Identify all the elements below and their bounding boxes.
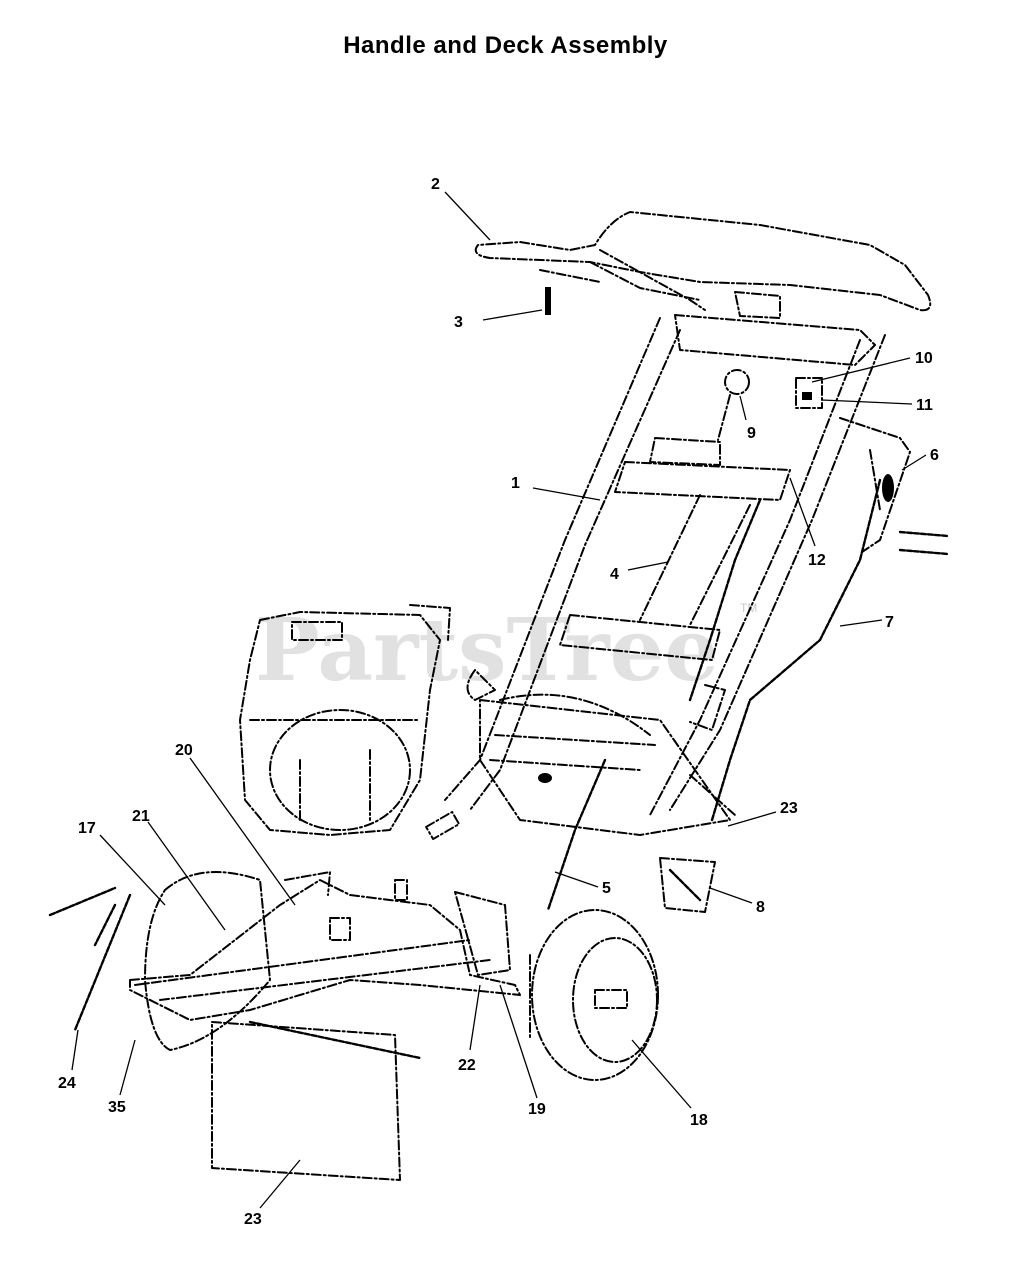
callout-9: 9 xyxy=(747,425,756,442)
callout-35: 35 xyxy=(108,1099,126,1116)
callout-8: 8 xyxy=(756,899,765,916)
callout-23-upper: 23 xyxy=(780,800,798,817)
callout-21: 21 xyxy=(132,808,150,825)
watermark: PartsTree xyxy=(255,600,719,701)
callout-2: 2 xyxy=(431,176,440,193)
callout-18: 18 xyxy=(690,1112,708,1129)
callout-1: 1 xyxy=(511,475,520,492)
wheel-part-18 xyxy=(529,909,659,1081)
callout-24: 24 xyxy=(58,1075,76,1092)
diagram-title: Handle and Deck Assembly xyxy=(343,32,668,59)
upper-handle-part xyxy=(474,211,932,319)
cutter-disc-part-17 xyxy=(144,871,271,1051)
callout-labels: 2 3 10 11 9 6 1 12 4 7 23 5 8 17 21 20 2… xyxy=(58,176,939,1228)
bracket-part-10-11 xyxy=(795,377,823,409)
callout-20: 20 xyxy=(175,742,193,759)
blade-part-24 xyxy=(48,886,132,1032)
callout-10: 10 xyxy=(915,350,933,367)
guard-panel-part-23 xyxy=(211,1020,422,1181)
callout-5: 5 xyxy=(602,880,611,897)
callout-3: 3 xyxy=(454,314,463,331)
callout-4: 4 xyxy=(610,566,619,583)
callout-23-lower: 23 xyxy=(244,1211,262,1228)
callout-19: 19 xyxy=(528,1101,546,1118)
leader-lines xyxy=(71,191,927,1209)
control-cable-part xyxy=(688,498,762,702)
bracket-part-8 xyxy=(659,857,716,913)
switch-part-9 xyxy=(717,369,750,441)
callout-11: 11 xyxy=(916,397,933,414)
engine-part xyxy=(239,604,451,836)
callout-7: 7 xyxy=(885,614,894,631)
drive-cable-part xyxy=(710,478,882,822)
deck-housing-part xyxy=(479,693,736,836)
lever-part-6 xyxy=(839,417,950,556)
callout-17: 17 xyxy=(78,820,96,837)
callout-6: 6 xyxy=(930,447,939,464)
callout-12: 12 xyxy=(808,552,826,569)
deck-frame-part xyxy=(129,871,521,1021)
shaft-part-5 xyxy=(546,758,607,912)
callout-22: 22 xyxy=(458,1057,476,1074)
